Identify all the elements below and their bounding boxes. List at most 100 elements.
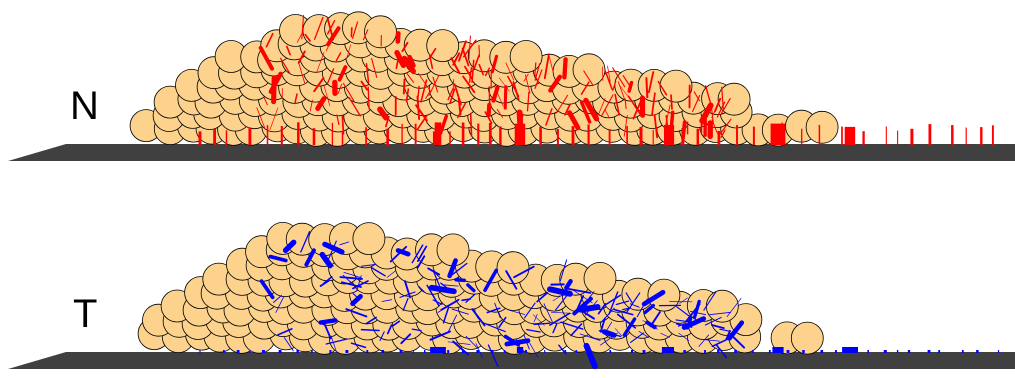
- contact-force: [523, 335, 530, 350]
- contact-force: [394, 50, 407, 69]
- strong-contact-force: [842, 347, 858, 353]
- contact-force: [681, 120, 687, 141]
- contact-force: [417, 245, 428, 262]
- particle-pile: [137, 222, 824, 355]
- contact-force: [450, 262, 468, 277]
- contact-force: [313, 77, 325, 93]
- contact-force: [717, 118, 732, 138]
- contact-force: [505, 270, 518, 290]
- contact-force: [601, 94, 614, 116]
- contact-force: [304, 33, 311, 42]
- contact-force: [471, 308, 486, 327]
- contact-force: [367, 86, 370, 110]
- contact-force: [494, 302, 501, 319]
- particle: [426, 29, 460, 62]
- contact-force: [548, 53, 554, 74]
- contact-force: [294, 93, 298, 104]
- contact-force: [395, 31, 401, 44]
- contact-force: [309, 99, 313, 112]
- contact-force: [391, 320, 401, 327]
- contact-force: [720, 129, 726, 139]
- contact-force: [596, 98, 606, 118]
- contact-force: [379, 331, 385, 341]
- contact-force: [405, 88, 410, 103]
- contact-force: [604, 69, 613, 90]
- contact-force: [606, 321, 613, 331]
- contact-force: [617, 81, 626, 100]
- contact-force: [447, 314, 458, 333]
- contact-force: [418, 285, 426, 293]
- contact-force: [543, 54, 550, 80]
- contact-force: [395, 52, 401, 70]
- contact-force: [700, 113, 707, 131]
- contact-force: [692, 94, 701, 113]
- contact-force: [386, 270, 396, 278]
- contact-force: [457, 102, 467, 119]
- contact-force: [533, 314, 538, 323]
- contact-force: [622, 75, 632, 89]
- contact-force: [417, 85, 420, 99]
- contact-force: [622, 317, 637, 337]
- contact-force: [664, 104, 671, 129]
- contact-force: [578, 304, 601, 313]
- contact-force: [449, 88, 456, 104]
- contact-force: [526, 328, 541, 333]
- contact-force: [297, 61, 306, 84]
- contact-force: [447, 258, 458, 279]
- contact-force: [346, 44, 351, 59]
- contact-force: [583, 342, 598, 370]
- contact-force: [547, 286, 573, 297]
- particle-pile: [129, 11, 839, 147]
- contact-force: [301, 14, 305, 40]
- contact-force: [648, 71, 655, 94]
- contact-force: [323, 84, 331, 106]
- contact-force: [613, 308, 634, 316]
- contact-force: [345, 308, 368, 318]
- particle: [705, 289, 739, 323]
- contact-force: [484, 67, 491, 77]
- contact-force: [452, 52, 461, 66]
- contact-force: [486, 102, 492, 118]
- contact-force: [400, 333, 412, 345]
- contact-force: [534, 69, 543, 90]
- contact-force: [365, 316, 377, 325]
- contact-force: [486, 307, 501, 314]
- contact-force: [612, 67, 626, 88]
- contact-force: [352, 280, 369, 290]
- contact-force: [466, 283, 476, 293]
- contact-force: [523, 73, 529, 82]
- contact-force: [601, 66, 604, 82]
- particle: [352, 222, 386, 255]
- contact-force: [279, 57, 291, 75]
- contact-force: [600, 307, 615, 323]
- contact-force: [632, 96, 644, 120]
- contact-force: [704, 316, 722, 326]
- particle: [659, 69, 693, 103]
- contact-force: [386, 324, 393, 335]
- contact-force: [645, 77, 649, 99]
- contact-force: [485, 323, 506, 333]
- contact-force: [462, 75, 476, 94]
- contact-force: [726, 297, 742, 317]
- particle: [496, 251, 530, 285]
- contact-force: [362, 29, 369, 41]
- contact-force: [643, 303, 655, 315]
- contact-force: [273, 294, 283, 303]
- normal-force-panel: [8, 11, 1015, 161]
- contact-force: [265, 32, 274, 48]
- contact-force: [322, 321, 332, 340]
- particle: [717, 82, 751, 116]
- contact-force: [336, 114, 340, 126]
- contact-force: [343, 272, 362, 278]
- contact-force: [326, 20, 336, 35]
- contact-force: [389, 245, 408, 263]
- contact-force: [461, 47, 470, 67]
- contact-force: [360, 80, 369, 91]
- contact-force: [340, 281, 362, 288]
- contact-force: [685, 303, 701, 323]
- contact-force: [567, 110, 581, 131]
- contact-force: [614, 328, 623, 337]
- contact-force: [352, 21, 359, 39]
- contact-force: [608, 291, 619, 315]
- contact-force: [579, 100, 592, 124]
